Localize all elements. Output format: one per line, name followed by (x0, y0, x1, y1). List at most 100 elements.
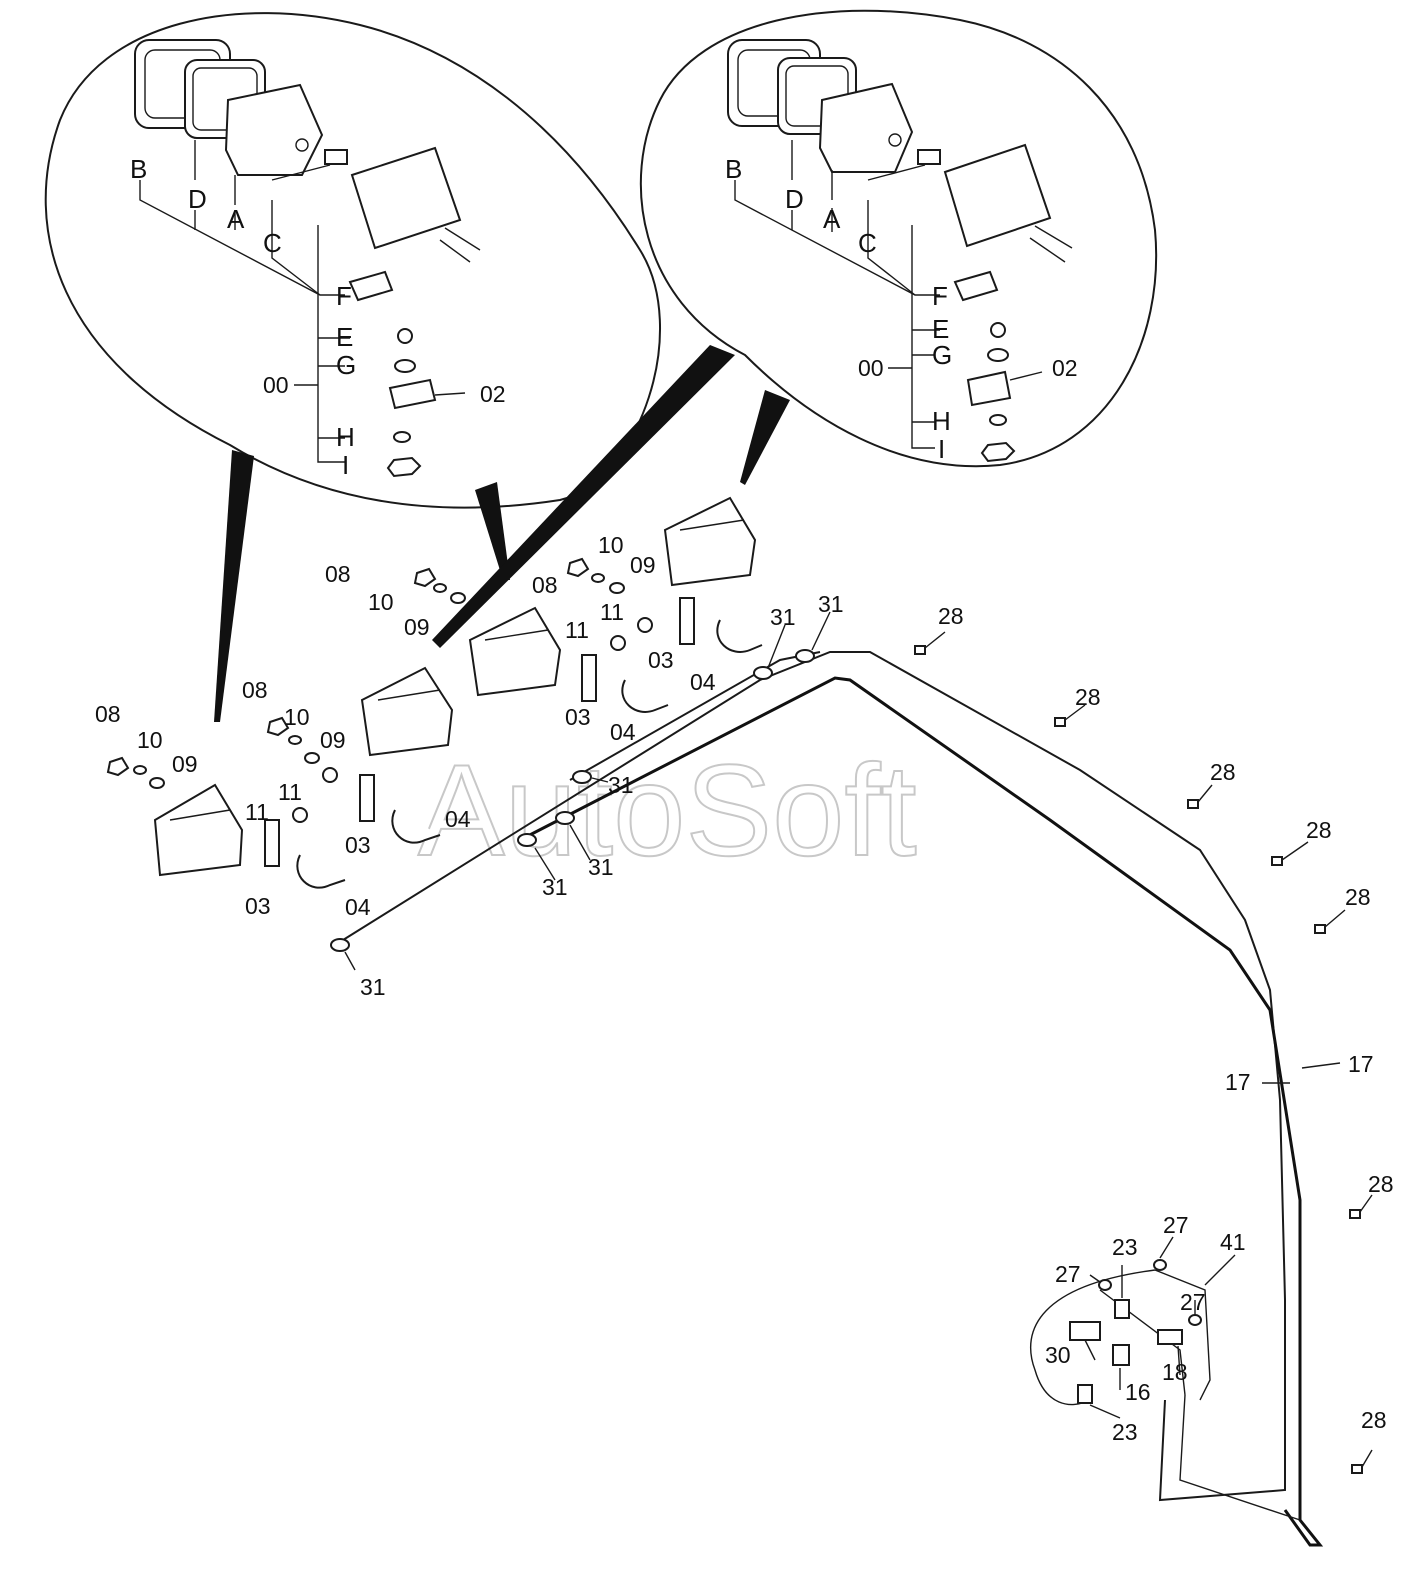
clip-label-28: 28 (1345, 884, 1371, 910)
bolt-11 (292, 807, 308, 823)
bolt-11 (322, 767, 338, 783)
connector-label-23: 23 (1112, 1419, 1138, 1445)
inset-left-label-E: E (336, 322, 353, 352)
lamp-exploded-left (134, 39, 481, 478)
inset-left-label-B: B (130, 154, 147, 184)
lamp-exploded-right (727, 39, 1073, 463)
clamp-27 (1188, 1314, 1202, 1326)
clip-label-28: 28 (1306, 817, 1332, 843)
inset-right-label-02: 02 (1052, 355, 1078, 381)
clamp-27 (1098, 1279, 1112, 1291)
inset-right-label-D: D (785, 184, 804, 214)
washer-09 (450, 592, 466, 604)
ubolt-04 (296, 854, 346, 889)
nut-08 (413, 567, 437, 588)
clip-28 (914, 645, 926, 655)
bracket-03 (679, 597, 695, 645)
connector-label-30: 30 (1045, 1342, 1071, 1368)
inset-balloon-right: B D A C F E G H I 00 02 (432, 9, 1158, 648)
lamp-left-label-11: 11 (245, 799, 269, 825)
connector-18 (1157, 1329, 1183, 1345)
lockwasher-10 (288, 735, 302, 745)
ubolt-04 (621, 679, 669, 713)
inset-left-label-G: G (336, 350, 356, 380)
lockwasher-10 (591, 573, 605, 583)
work-lamp-body (468, 606, 562, 697)
clip-label-28: 28 (1075, 684, 1101, 710)
clip-28 (1351, 1464, 1363, 1474)
inset-left-label-D: D (188, 184, 207, 214)
ubolt-04 (716, 619, 763, 653)
wire-41-loop (1029, 1269, 1156, 1406)
lamp-midleft: 08 10 09 11 03 04 (242, 666, 471, 858)
clips-28: 28 28 28 28 28 28 28 (914, 603, 1394, 1474)
lamp-right: 08 10 09 11 03 04 (532, 496, 763, 695)
clamp-label-31: 31 (542, 874, 568, 900)
lamp-left-label-10: 10 (137, 727, 163, 753)
connector-23 (1077, 1384, 1093, 1404)
connector-label-23: 23 (1112, 1234, 1138, 1260)
clip-28 (1187, 799, 1199, 809)
harness-17-outer (519, 676, 1324, 1547)
watermark: AutoSoft (418, 737, 917, 883)
clamp-label-31: 31 (588, 854, 614, 880)
bolt-11 (610, 635, 626, 651)
nut-08 (566, 557, 590, 578)
connector-30 (1069, 1321, 1101, 1341)
clip-label-28: 28 (1361, 1407, 1387, 1433)
lamp-left-label-08: 08 (95, 701, 121, 727)
lamp-midright-label-04: 04 (610, 719, 636, 745)
work-lamp-body (153, 783, 244, 877)
lamp-right-label-08: 08 (532, 572, 558, 598)
clamp-31 (753, 666, 773, 680)
lamp-right-label-10: 10 (598, 532, 624, 558)
lamp-midright-label-03: 03 (565, 704, 591, 730)
inset-left-label-02: 02 (480, 381, 506, 407)
pointer-mid-lamp (475, 482, 510, 580)
lamp-right-label-03: 03 (648, 647, 674, 673)
washer-09 (304, 752, 320, 764)
lamp-left-label-09: 09 (172, 751, 198, 777)
work-lamp-body (663, 496, 757, 587)
washer-09 (609, 582, 625, 594)
clamp-31 (555, 811, 575, 825)
clamp-label-31: 31 (360, 974, 386, 1000)
work-lamp-body (360, 666, 454, 757)
inset-right-label-H: H (932, 406, 951, 436)
clamp-label-31: 31 (608, 772, 634, 798)
lamp-midright: 08 10 09 11 03 04 (325, 561, 669, 745)
clamp-label-31: 31 (770, 604, 796, 630)
lamp-left-label-04: 04 (345, 894, 371, 920)
connector-23 (1114, 1299, 1130, 1319)
clip-28 (1314, 924, 1326, 934)
bolt-11 (637, 617, 653, 633)
clip-label-28: 28 (938, 603, 964, 629)
inset-right-label-G: G (932, 340, 952, 370)
lamp-right-label-09: 09 (630, 552, 656, 578)
inset-right-label-00: 00 (858, 355, 884, 381)
harness-label-17: 17 (1225, 1069, 1251, 1095)
clamp-label-31: 31 (818, 591, 844, 617)
inset-balloon-left: B D A C F E G H I 00 02 (44, 12, 661, 722)
bracket-03 (359, 774, 375, 822)
connector-label-27: 27 (1163, 1212, 1189, 1238)
lamp-midright-label-09: 09 (404, 614, 430, 640)
lamp-midleft-label-11: 11 (278, 779, 302, 805)
clip-label-28: 28 (1210, 759, 1236, 785)
inset-left-label-00: 00 (263, 372, 289, 398)
clip-label-28: 28 (1368, 1171, 1394, 1197)
pointer-right-lamp (740, 390, 790, 485)
lamp-midleft-label-09: 09 (320, 727, 346, 753)
inset-right-label-F: F (932, 281, 948, 311)
inset-right-label-B: B (725, 154, 742, 184)
inset-left-label-A: A (227, 204, 245, 234)
connector-label-27: 27 (1055, 1261, 1081, 1287)
lamp-left: 08 10 09 11 03 04 (95, 701, 371, 920)
lamp-midleft-label-03: 03 (345, 832, 371, 858)
harness-tail (1179, 1394, 1301, 1521)
clamp-27 (1153, 1259, 1167, 1271)
lamp-right-label-11: 11 (600, 599, 624, 625)
lockwasher-10 (133, 765, 147, 775)
pointer-left-lamp (214, 450, 254, 722)
